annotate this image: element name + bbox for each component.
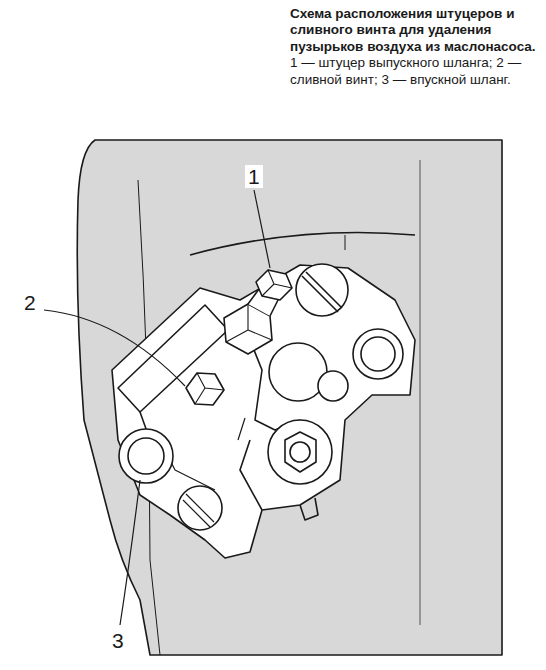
pump-boss-inner — [361, 337, 395, 371]
housing-edge — [345, 235, 346, 250]
figure-title: Схема расположения штуцеров и сливного в… — [290, 6, 536, 54]
callout-number: 2 — [21, 291, 39, 314]
outlet-fitting — [256, 270, 292, 300]
inlet-hose-bore — [128, 438, 164, 474]
housing-edge — [190, 233, 415, 256]
figure-heading: Схема расположения штуцеров и сливного в… — [290, 6, 540, 88]
inlet-hose — [119, 429, 173, 483]
pump-body — [112, 265, 415, 558]
pump-tab — [300, 498, 318, 520]
pump-flange — [118, 305, 228, 412]
centre-nut-bore — [290, 442, 310, 462]
leader-line — [44, 310, 185, 386]
pump-boss — [353, 329, 403, 379]
pump-boss — [318, 371, 348, 401]
leader-line — [120, 480, 140, 625]
leader-line — [254, 190, 270, 268]
callout-number: 3 — [109, 629, 127, 652]
drain-screw — [186, 373, 224, 405]
engine-housing — [77, 140, 502, 655]
callout-number: 1 — [245, 165, 263, 188]
plug-slot — [302, 272, 342, 312]
pump-boss — [268, 420, 332, 484]
outlet-fitting-edge — [262, 270, 292, 296]
bolt-slot — [183, 494, 214, 527]
plug-cap — [296, 264, 348, 316]
fitting-edge — [226, 304, 272, 342]
housing-edge — [420, 160, 421, 625]
drain-screw-edge — [195, 373, 224, 404]
mounting-bolt — [178, 486, 222, 530]
pump-body-edge — [240, 440, 262, 510]
figure-caption: 1 — штуцер выпускного шланга; 2 — сливно… — [290, 55, 521, 86]
centre-nut — [285, 432, 316, 472]
pump-boss — [269, 343, 327, 401]
